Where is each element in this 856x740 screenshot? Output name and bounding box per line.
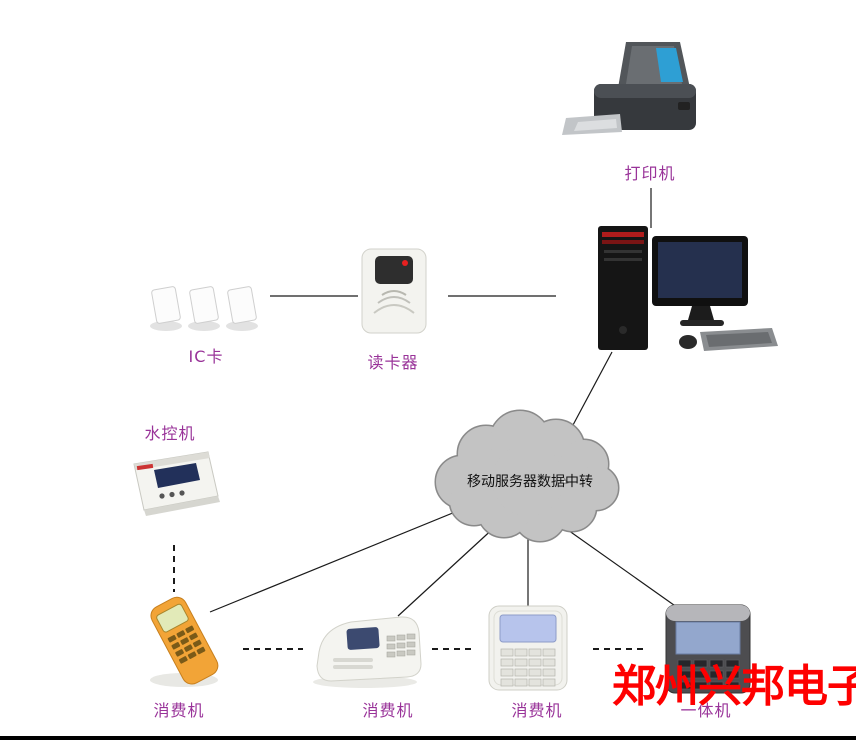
card-reader-label: 读卡器 [367, 353, 419, 372]
pos-terminal-1-image [136, 594, 232, 690]
bottom-bar [0, 736, 856, 740]
printer-label: 打印机 [624, 164, 676, 183]
pos-terminal-3-image [477, 603, 579, 695]
pos-terminal-1-label: 消费机 [153, 701, 205, 720]
pos-terminal-4-image [650, 602, 764, 698]
cloud-label: 移动服务器数据中转 [467, 474, 593, 490]
pos-terminal-2-image [303, 602, 427, 690]
water-controller-image [124, 444, 226, 524]
ic-cards-label: IC卡 [188, 347, 224, 366]
pos-terminal-3-label: 消费机 [511, 701, 563, 720]
cloud-shape [434, 409, 620, 543]
watermark-text: 郑州兴邦电子 [612, 661, 856, 712]
card-reader-image [360, 247, 428, 335]
ic-cards-image [148, 282, 270, 334]
computer-image [588, 220, 778, 358]
pos-terminal-4-label: 一体机 [680, 701, 732, 720]
pos-terminal-2-label: 消费机 [362, 701, 414, 720]
printer-image [558, 36, 710, 158]
water-controller-label: 水控机 [144, 424, 196, 443]
